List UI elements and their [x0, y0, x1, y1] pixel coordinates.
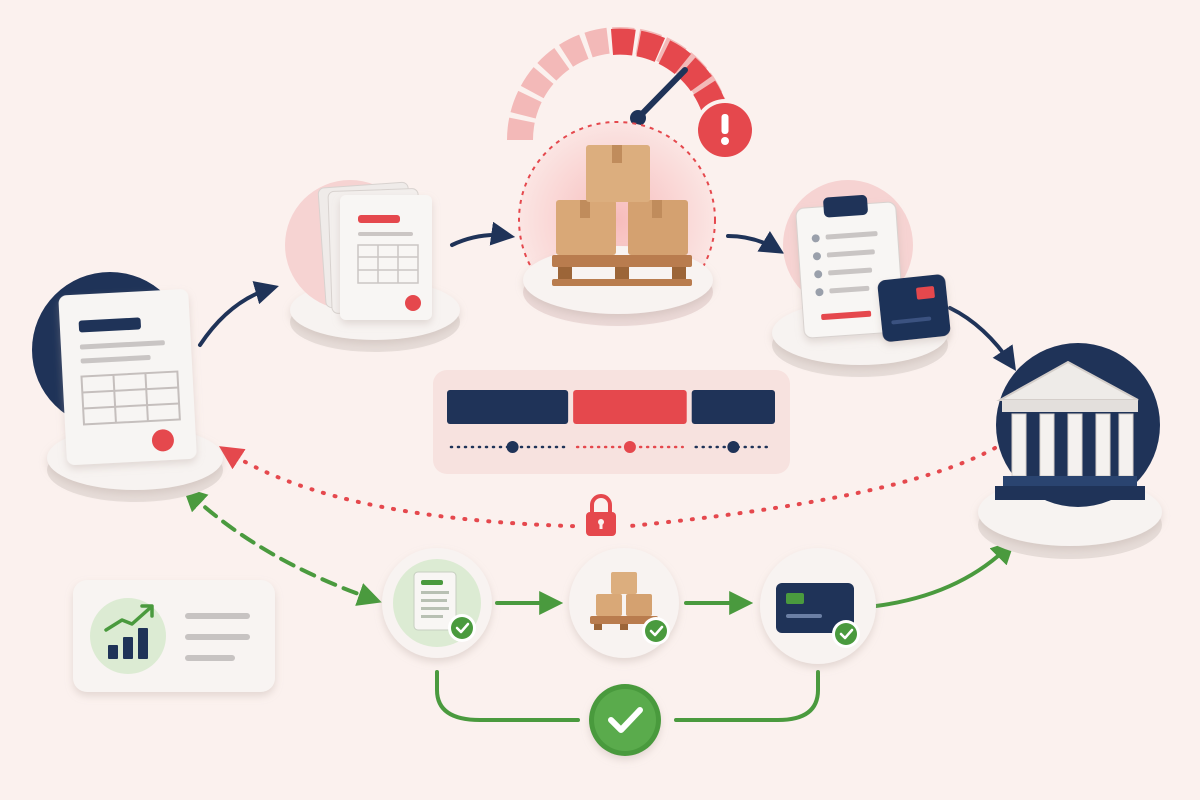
- document-icon: [413, 571, 457, 631]
- arrow-invoice-to-documents: [198, 281, 279, 347]
- green-arrow-to-bank: [874, 539, 1016, 608]
- seal-icon: [405, 295, 421, 311]
- timeline-markers: [449, 441, 773, 453]
- documents-node[interactable]: [285, 180, 460, 352]
- insight-line: [185, 634, 250, 640]
- fast-path-step-card[interactable]: [760, 548, 876, 664]
- inventory-boxes-icon: [552, 145, 692, 286]
- payment-card-icon: [877, 274, 951, 342]
- insight-line: [185, 655, 235, 661]
- checklist-card-node[interactable]: [772, 180, 951, 377]
- fast-path-step-document[interactable]: [382, 548, 492, 658]
- check-badge-icon: [642, 617, 670, 645]
- gauge-needle: [635, 67, 688, 121]
- bank-building-icon: [995, 360, 1145, 500]
- fast-path-summary-check: [585, 680, 665, 760]
- arrow-checklist-to-bank: [948, 306, 1017, 371]
- seal-icon: [151, 429, 174, 452]
- invoice-document-icon: [58, 289, 197, 465]
- arrow-documents-to-inventory: [450, 221, 516, 247]
- insight-line: [185, 613, 250, 619]
- arrow-inventory-to-checklist: [726, 231, 785, 254]
- payment-card-icon: [776, 583, 854, 633]
- main-flow-arrows: [198, 221, 1017, 371]
- pallet: [552, 255, 692, 267]
- timeline-panel: [433, 370, 790, 474]
- fast-path-connectors: [182, 487, 1016, 722]
- invoice-node[interactable]: [32, 272, 223, 502]
- clipboard-icon: [795, 194, 905, 339]
- growth-chart-icon: [104, 604, 154, 659]
- check-badge-icon: [832, 620, 860, 648]
- insight-card[interactable]: [73, 580, 275, 692]
- boxes-icon: [590, 572, 658, 630]
- check-badge-icon: [448, 614, 476, 642]
- bank-node[interactable]: [978, 343, 1162, 559]
- fast-path-step-boxes[interactable]: [569, 548, 679, 658]
- padlock-icon: [575, 491, 627, 543]
- timeline-marker-dot: [506, 441, 519, 453]
- document-stack-icon: [317, 181, 432, 320]
- timeline-marker-dot: [727, 441, 740, 453]
- timeline-marker-dot: [623, 441, 636, 453]
- timeline-segment: [573, 390, 687, 424]
- check-icon: [608, 707, 643, 733]
- inventory-node[interactable]: [507, 27, 756, 326]
- green-dashed-link: [182, 487, 382, 606]
- timeline-bars: [447, 390, 775, 424]
- timeline-segment: [691, 390, 775, 424]
- green-summary-bracket: [435, 670, 820, 722]
- timeline-segment: [447, 390, 569, 424]
- chart-backdrop: [90, 598, 166, 674]
- exclamation-alert-icon: [694, 99, 756, 161]
